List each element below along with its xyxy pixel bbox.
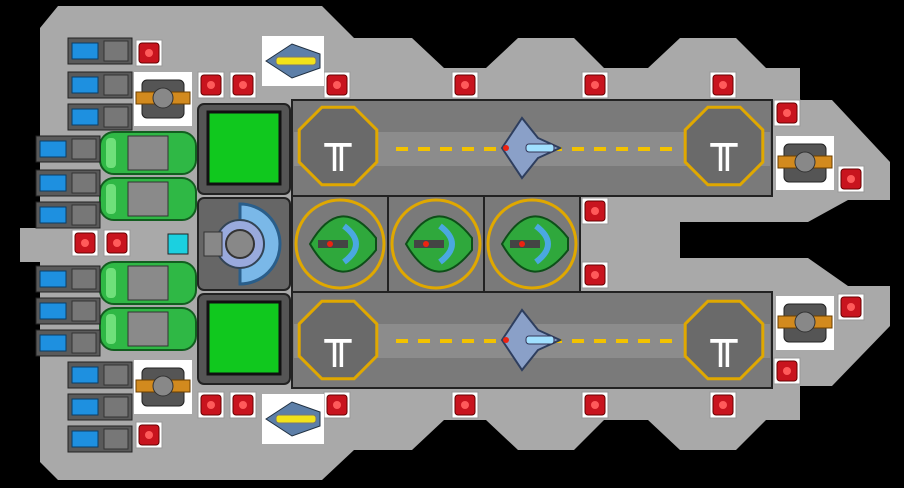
reactor-icon[interactable] <box>99 261 197 305</box>
reactor-icon[interactable] <box>99 177 197 221</box>
armor-block-icon[interactable] <box>451 391 479 419</box>
runway-dash <box>616 339 628 343</box>
turret-icon[interactable] <box>776 136 834 190</box>
armor-block-icon[interactable] <box>197 71 225 99</box>
armor-block-icon[interactable] <box>773 357 801 385</box>
runway-dash <box>462 339 474 343</box>
armor-block-icon[interactable] <box>135 421 163 449</box>
runway-dash <box>418 147 430 151</box>
runway-dash <box>572 339 584 343</box>
fighter-icon[interactable] <box>294 198 386 290</box>
armor-block-icon[interactable] <box>837 165 865 193</box>
armor-block-icon[interactable] <box>451 71 479 99</box>
runway-dash <box>396 147 408 151</box>
fighter-icon[interactable] <box>486 198 578 290</box>
engine-icon[interactable] <box>35 265 101 293</box>
runway-dash <box>660 147 672 151</box>
runway-dash <box>462 147 474 151</box>
door-bottom[interactable] <box>197 293 291 385</box>
pad-label-top-right: ╥ <box>710 120 738 171</box>
armor-block-icon[interactable] <box>581 71 609 99</box>
armor-block-icon[interactable] <box>581 197 609 225</box>
armor-block-icon[interactable] <box>709 71 737 99</box>
engine-icon[interactable] <box>35 201 101 229</box>
escort-ships <box>262 36 324 444</box>
escort-ship-icon[interactable] <box>262 36 324 86</box>
engine-icon[interactable] <box>67 361 133 389</box>
escort-ship-icon[interactable] <box>262 394 324 444</box>
runway-dash <box>440 339 452 343</box>
armor-block-icon[interactable] <box>581 391 609 419</box>
turrets <box>134 72 834 414</box>
runway-dash <box>440 147 452 151</box>
runway-dash <box>418 339 430 343</box>
reactor-tanks <box>99 131 197 351</box>
armor-block-icon[interactable] <box>773 99 801 127</box>
fighter-icon[interactable] <box>390 198 482 290</box>
engine-icon[interactable] <box>67 393 133 421</box>
armor-block-icon[interactable] <box>837 293 865 321</box>
armor-block-icon[interactable] <box>135 39 163 67</box>
engine-bank <box>35 37 133 453</box>
armor-block-icon[interactable] <box>71 229 99 257</box>
runway-dash <box>594 339 606 343</box>
runway-dash <box>396 339 408 343</box>
runway-dash <box>638 147 650 151</box>
landing-pad-icon[interactable] <box>683 105 765 187</box>
door-top[interactable] <box>197 103 291 195</box>
armor-block-icon[interactable] <box>709 391 737 419</box>
cockpit-icon[interactable] <box>197 197 291 291</box>
armor-block-icon[interactable] <box>323 71 351 99</box>
engine-icon[interactable] <box>35 297 101 325</box>
landing-pad-icon[interactable] <box>683 299 765 381</box>
armor-block-icon[interactable] <box>229 391 257 419</box>
runway-dash <box>616 147 628 151</box>
armor-block-icon[interactable] <box>229 71 257 99</box>
runway-dash <box>484 147 496 151</box>
pad-label-bottom-left: ╥ <box>324 316 352 367</box>
jet-icon[interactable] <box>500 116 563 180</box>
landing-pad-icon[interactable] <box>297 105 379 187</box>
runway-dash <box>572 147 584 151</box>
engine-icon[interactable] <box>67 103 133 131</box>
engine-icon[interactable] <box>35 135 101 163</box>
turret-icon[interactable] <box>134 72 192 126</box>
hull-left-notch <box>20 228 60 262</box>
runway-jets <box>500 116 563 372</box>
landing-pads <box>297 105 765 381</box>
engine-icon[interactable] <box>67 425 133 453</box>
armor-block-icon[interactable] <box>323 391 351 419</box>
engine-icon[interactable] <box>35 329 101 357</box>
jet-icon[interactable] <box>500 308 563 372</box>
sensor-icon[interactable] <box>167 233 189 255</box>
armor-block-icon[interactable] <box>103 229 131 257</box>
armor-blocks <box>71 39 865 449</box>
turret-icon[interactable] <box>776 296 834 350</box>
engine-icon[interactable] <box>35 169 101 197</box>
armor-block-icon[interactable] <box>197 391 225 419</box>
runway-dash <box>594 147 606 151</box>
engine-icon[interactable] <box>67 71 133 99</box>
reactor-icon[interactable] <box>99 307 197 351</box>
reactor-icon[interactable] <box>99 131 197 175</box>
pad-label-bottom-right: ╥ <box>710 316 738 367</box>
armor-block-icon[interactable] <box>581 261 609 289</box>
fighters <box>294 198 578 290</box>
pad-label-top-left: ╥ <box>324 120 352 171</box>
runway-dash <box>660 339 672 343</box>
landing-pad-icon[interactable] <box>297 299 379 381</box>
engine-icon[interactable] <box>67 37 133 65</box>
runway-dash <box>484 339 496 343</box>
runway-dash <box>638 339 650 343</box>
turret-icon[interactable] <box>134 360 192 414</box>
